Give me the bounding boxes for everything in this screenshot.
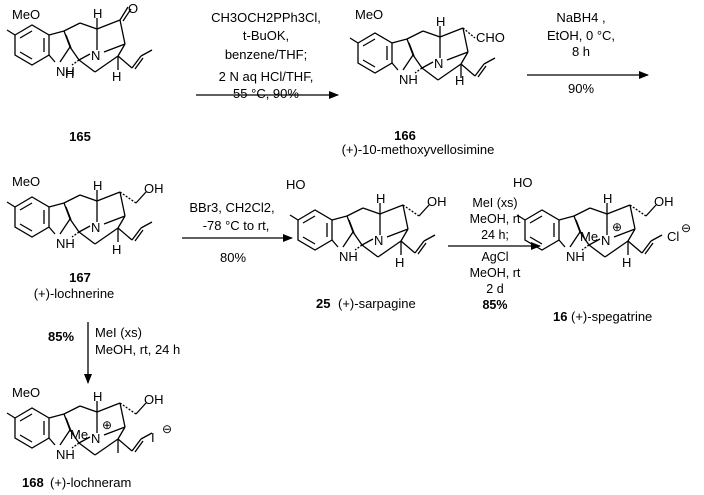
compound-name-167: (+)-lochnerine <box>33 286 115 301</box>
n-label: N <box>91 431 101 446</box>
methoxy-label: MeO <box>12 174 41 189</box>
n-label: N <box>374 233 384 248</box>
nh-label: NH <box>56 236 75 251</box>
step4-yield: 85% <box>482 298 508 312</box>
methoxy-label: MeO <box>12 7 41 22</box>
compound-number-168: 168 <box>22 475 44 490</box>
structure-168 <box>6 400 153 456</box>
h-label: H <box>65 66 75 81</box>
n-label: N <box>91 220 101 235</box>
structure-165 <box>6 6 153 73</box>
h-label: H <box>112 69 122 84</box>
negative-charge-icon: ⊖ <box>162 422 173 436</box>
step5-reagent-line: MeOH, rt, 24 h <box>95 342 181 357</box>
step3-yield: 80% <box>219 250 247 265</box>
methoxy-label: MeO <box>12 385 41 400</box>
structure-16 <box>516 202 663 258</box>
structure-166 <box>349 25 496 81</box>
h-label: H <box>93 6 103 21</box>
methoxy-label: MeO <box>355 7 384 22</box>
methyl-label: Me <box>70 427 89 442</box>
cho-label: CHO <box>476 30 505 45</box>
hydroxyl-label: OH <box>144 181 164 196</box>
hydroxy-label: HO <box>513 175 533 190</box>
n-label: N <box>434 56 444 71</box>
compound-number-16: 16 <box>553 309 568 324</box>
step1-reagent-line: t-BuOK, <box>242 28 290 43</box>
h-label: H <box>603 191 613 206</box>
h-label: H <box>455 73 465 88</box>
h-label: H <box>395 255 405 270</box>
step2-reagent-line: NaBH4 , <box>556 10 606 25</box>
step3-reagent-line: BBr3, CH2Cl2, <box>189 200 275 215</box>
nh-label: NH <box>56 64 75 79</box>
ketone-oxygen-label: O <box>128 1 139 16</box>
nh-label: NH <box>56 447 75 462</box>
step4-reagent-line: MeOH, rt <box>469 212 521 226</box>
h-label: H <box>622 255 632 270</box>
h-label: H <box>436 14 446 29</box>
step3-reagent-line: -78 °C to rt, <box>202 218 270 233</box>
methyl-label: Me <box>580 229 599 244</box>
hydroxy-label: HO <box>286 177 306 192</box>
step4-reagent-line: 24 h; <box>481 228 509 242</box>
nh-label: NH <box>339 249 358 264</box>
compound-name-168: (+)-lochneram <box>50 475 132 490</box>
step1-condition-line: 55 °C, 90% <box>233 86 299 101</box>
compound-number-165: 165 <box>69 129 91 144</box>
step1-condition-line: 2 N aq HCl/THF, <box>218 69 314 84</box>
step4-reagent-line: MeI (xs) <box>472 196 518 210</box>
compound-name-16: (+)-spegatrine <box>571 309 653 324</box>
structure-167 <box>6 189 153 245</box>
hydroxyl-label: OH <box>144 392 164 407</box>
compound-number-167: 167 <box>69 270 91 285</box>
step4-reagent-line: AgCl <box>481 250 509 264</box>
step4-reagent-line: 2 d <box>486 282 504 296</box>
chloride-label: Cl <box>667 229 680 244</box>
compound-name-25: (+)-sarpagine <box>338 296 416 311</box>
n-label: N <box>91 48 101 63</box>
step2-reagent-line: EtOH, 0 °C, <box>546 28 616 43</box>
compound-number-25: 25 <box>316 296 331 311</box>
step5-reagent-line: MeI (xs) <box>95 325 142 340</box>
step4-reagent-line: MeOH, rt <box>469 266 521 280</box>
step2-yield: 90% <box>567 81 595 96</box>
step2-reagent-line: 8 h <box>571 44 591 59</box>
compound-number-166: 166 <box>394 128 416 143</box>
n-label: N <box>601 233 611 248</box>
nh-label: NH <box>566 249 585 264</box>
positive-charge-icon: ⊕ <box>102 418 113 432</box>
structure-25 <box>289 202 436 258</box>
h-label: H <box>93 389 103 404</box>
negative-charge-icon: ⊖ <box>681 221 692 235</box>
step5-yield: 85% <box>48 329 75 344</box>
compound-name-166: (+)-10-methoxyvellosimine <box>341 142 495 157</box>
step1-reagent-line: CH3OCH2PPh3Cl, <box>211 10 321 25</box>
step1-reagent-line: benzene/THF; <box>224 47 308 62</box>
hydroxyl-label: OH <box>654 194 674 209</box>
h-label: H <box>93 178 103 193</box>
h-label: H <box>112 242 122 257</box>
h-label: H <box>376 191 386 206</box>
nh-label: NH <box>399 72 418 87</box>
hydroxyl-label: OH <box>427 194 447 209</box>
iodide-label: I <box>151 430 155 445</box>
positive-charge-icon: ⊕ <box>612 220 623 234</box>
